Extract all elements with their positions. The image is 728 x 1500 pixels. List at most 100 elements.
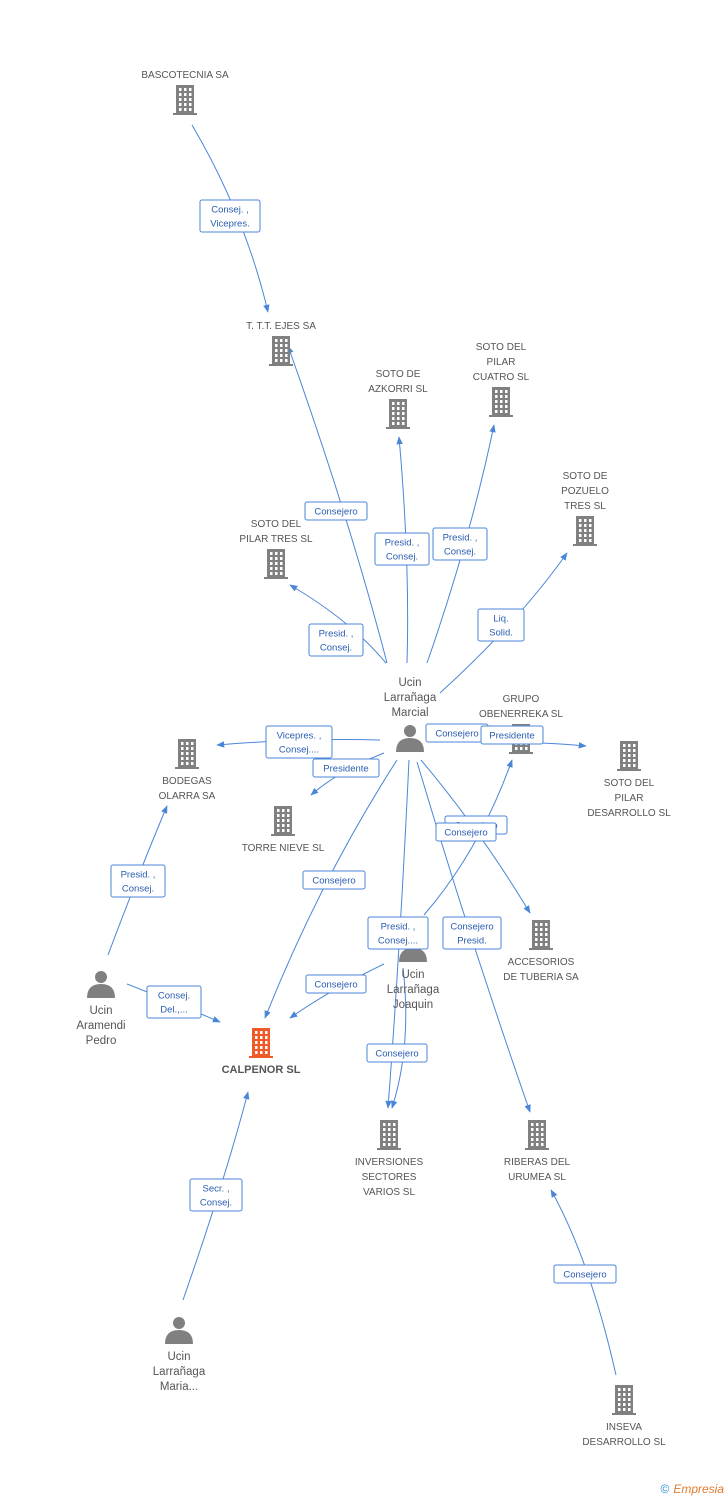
edge-label-text: Consejero — [312, 876, 355, 887]
edge-label-box — [305, 974, 367, 994]
company-label: GRUPO — [503, 694, 540, 705]
building-icon — [573, 516, 597, 546]
person-label: Pedro — [86, 1035, 117, 1047]
edge-label-box — [477, 608, 525, 642]
edge-label-box — [480, 725, 544, 745]
edge-label-marcial-grupo[interactable]: Consejero — [425, 723, 489, 743]
person-label: Joaquin — [393, 999, 433, 1011]
company-label: SOTO DEL — [476, 342, 527, 353]
edge-label-maria-calpenor[interactable]: Secr. ,Consej. — [189, 1178, 243, 1212]
edge-label-box — [110, 864, 166, 898]
company-label: RIBERAS DEL — [504, 1157, 571, 1168]
edge-label-box — [374, 532, 430, 566]
edge-label-text: Consejero — [563, 1270, 606, 1281]
edge-label-text: Consej. — [158, 991, 190, 1002]
edge-label-text: Presid. — [457, 936, 487, 947]
company-node-bascotecnia[interactable]: BASCOTECNIA SA — [141, 70, 229, 115]
edge-label-box — [302, 870, 366, 890]
building-icon — [175, 739, 199, 769]
edge-label-marcial-calpenor[interactable]: Consejero — [302, 870, 366, 890]
company-label: DESARROLLO SL — [582, 1437, 666, 1448]
edge-label-marcial-inversiones[interactable]: Presid. ,Consej.... — [367, 916, 429, 950]
edge-label-marcial-cuatro[interactable]: Presid. ,Consej. — [432, 527, 488, 561]
edge-label-text: Liq. — [493, 614, 508, 625]
edge-label-marcial-bodegas[interactable]: Vicepres. ,Consej.... — [265, 725, 333, 759]
edge-label-marcial-azkorri[interactable]: Presid. ,Consej. — [374, 532, 430, 566]
edge-label-text: Presidente — [323, 764, 368, 775]
edge-label-bascotecnia-ttt[interactable]: Consej. ,Vicepres. — [199, 199, 261, 233]
company-label: DESARROLLO SL — [587, 808, 671, 819]
edge-label-marcial-ttt[interactable]: Consejero — [304, 501, 368, 521]
edge-label-box — [265, 725, 333, 759]
edge-label-text: Solid. — [489, 628, 513, 639]
edge-label-marcial-desarrollo[interactable]: Presidente — [480, 725, 544, 745]
edge-label-text: Consejero — [444, 828, 487, 839]
edge-label-marcial-torre[interactable]: Presidente — [312, 758, 380, 778]
person-node-maria[interactable]: UcinLarrañagaMaria... — [153, 1317, 206, 1393]
company-node-torre[interactable]: TORRE NIEVE SL — [242, 806, 325, 854]
person-label: Larrañaga — [153, 1366, 206, 1378]
edge-label-text: Consej. , — [211, 205, 249, 216]
building-icon — [377, 1120, 401, 1150]
edge-label-joaquin-inversiones[interactable]: Consejero — [366, 1043, 428, 1063]
edge-label-text: Consej.... — [378, 936, 418, 947]
company-label: PILAR TRES SL — [239, 534, 313, 545]
company-node-ttt[interactable]: T. T.T. EJES SA — [246, 321, 316, 366]
company-label: CUATRO SL — [473, 372, 530, 383]
edge-label-box — [367, 916, 429, 950]
company-label: INVERSIONES — [355, 1157, 424, 1168]
edge-label-inseva-riberas[interactable]: Consejero — [553, 1264, 617, 1284]
building-icon — [264, 549, 288, 579]
building-icon — [271, 806, 295, 836]
edge-label-marcial-pozuelo[interactable]: Liq. Solid. — [477, 608, 525, 642]
company-label: T. T.T. EJES SA — [246, 321, 316, 332]
edge-label-text: Presid. , — [385, 538, 420, 549]
person-label: Larrañaga — [384, 692, 437, 704]
person-label: Ucin — [398, 677, 421, 689]
building-icon — [529, 920, 553, 950]
edge-label-joaquin-grupo[interactable]: Consejero — [435, 822, 497, 842]
building-icon — [489, 387, 513, 417]
edge-label-box — [553, 1264, 617, 1284]
edge-label-text: Consejero — [450, 922, 493, 933]
edge-label-text: Presid. , — [319, 629, 354, 640]
edge-label-box — [442, 916, 502, 950]
edge-label-pedro-bodegas[interactable]: Presid. ,Consej. — [110, 864, 166, 898]
company-label: VARIOS SL — [363, 1187, 415, 1198]
company-label: POZUELO — [561, 486, 609, 497]
person-label: Ucin — [89, 1005, 112, 1017]
company-node-calpenor[interactable]: CALPENOR SL — [222, 1028, 301, 1076]
edge-label-text: Presid. , — [443, 533, 478, 544]
edge-label-joaquin-calpenor[interactable]: Consejero — [305, 974, 367, 994]
edge-label-box — [432, 527, 488, 561]
building-icon — [269, 336, 293, 366]
edge-label-marcial-tres[interactable]: Presid. ,Consej. — [308, 623, 364, 657]
person-label: Marcial — [391, 707, 428, 719]
company-label: SOTO DE — [376, 369, 421, 380]
edge-label-box — [308, 623, 364, 657]
edge-label-pedro-calpenor[interactable]: Consej. Del.,... — [146, 985, 202, 1019]
building-icon — [386, 399, 410, 429]
copyright-icon: © — [660, 1482, 670, 1496]
company-label: SOTO DE — [563, 471, 608, 482]
edge-label-text: Vicepres. , — [277, 731, 322, 742]
edge-label-text: Consejero — [375, 1049, 418, 1060]
edge-label-text: Del.,... — [160, 1005, 187, 1016]
edge-label-text: Consejero — [314, 507, 357, 518]
brand-footer[interactable]: ©Empresia — [660, 1482, 724, 1496]
person-label: Ucin — [167, 1351, 190, 1363]
